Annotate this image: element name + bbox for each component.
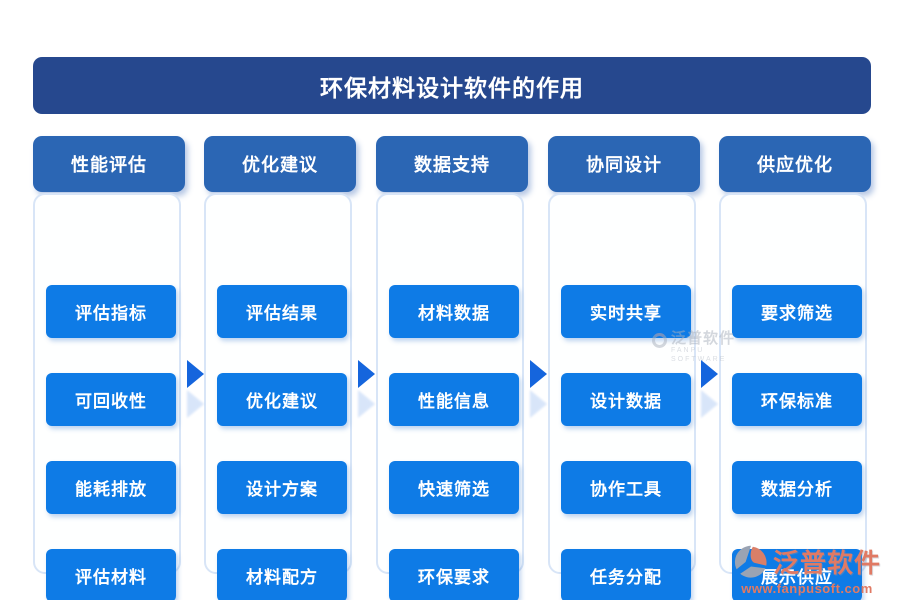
item-box: 要求筛选 xyxy=(732,285,862,338)
item-box: 环保要求 xyxy=(389,549,519,600)
item-box: 设计数据 xyxy=(561,373,691,426)
arrow-right-icon xyxy=(530,360,547,388)
column-panel: 要求筛选 环保标准 数据分析 展示供应 xyxy=(719,193,867,600)
item-box: 任务分配 xyxy=(561,549,691,600)
arrow-right-icon xyxy=(187,360,205,418)
column-panel: 实时共享 设计数据 协作工具 任务分配 xyxy=(548,193,696,600)
item-box: 实时共享 xyxy=(561,285,691,338)
item-box: 材料配方 xyxy=(217,549,347,600)
column-panel: 材料数据 性能信息 快速筛选 环保要求 xyxy=(376,193,524,600)
fanpu-logo-icon xyxy=(734,545,767,578)
item-box: 快速筛选 xyxy=(389,461,519,514)
item-box: 数据分析 xyxy=(732,461,862,514)
brand-name: 泛普软件 xyxy=(772,548,881,578)
item-box: 评估材料 xyxy=(46,549,176,600)
arrow-reflection xyxy=(187,390,204,418)
column-header: 数据支持 xyxy=(376,136,528,192)
item-box: 设计方案 xyxy=(217,461,347,514)
arrow-reflection xyxy=(530,390,547,418)
arrow-right-icon xyxy=(701,360,718,388)
arrow-reflection xyxy=(701,390,718,418)
arrow-reflection xyxy=(358,390,375,418)
column-header: 协同设计 xyxy=(548,136,700,192)
item-box: 协作工具 xyxy=(561,461,691,514)
item-box: 性能信息 xyxy=(389,373,519,426)
footer-watermark: 泛普软件 www.fanpusoft.com xyxy=(722,543,892,596)
arrow-right-icon xyxy=(358,360,376,418)
column-supply-optimization: 供应优化 要求筛选 环保标准 数据分析 展示供应 xyxy=(719,136,871,600)
item-box: 评估结果 xyxy=(217,285,347,338)
column-header: 性能评估 xyxy=(33,136,185,192)
item-box: 能耗排放 xyxy=(46,461,176,514)
item-box: 可回收性 xyxy=(46,373,176,426)
item-box: 优化建议 xyxy=(217,373,347,426)
arrow-right-icon xyxy=(530,360,548,418)
arrow-right-icon xyxy=(187,360,204,388)
arrow-right-icon xyxy=(701,360,719,418)
column-panel: 评估指标 可回收性 能耗排放 评估材料 xyxy=(33,193,181,600)
item-box: 评估指标 xyxy=(46,285,176,338)
item-box: 环保标准 xyxy=(732,373,862,426)
column-header: 优化建议 xyxy=(204,136,356,192)
page-title: 环保材料设计软件的作用 xyxy=(33,57,871,114)
column-data-support: 数据支持 材料数据 性能信息 快速筛选 环保要求 xyxy=(376,136,528,600)
column-optimization-advice: 优化建议 评估结果 优化建议 设计方案 材料配方 xyxy=(204,136,356,600)
arrow-right-icon xyxy=(358,360,375,388)
column-collaborative-design: 协同设计 实时共享 设计数据 协作工具 任务分配 xyxy=(548,136,700,600)
brand-url: www.fanpusoft.com xyxy=(741,581,873,596)
item-box: 材料数据 xyxy=(389,285,519,338)
column-header: 供应优化 xyxy=(719,136,871,192)
column-performance-evaluation: 性能评估 评估指标 可回收性 能耗排放 评估材料 xyxy=(33,136,185,600)
column-panel: 评估结果 优化建议 设计方案 材料配方 xyxy=(204,193,352,600)
